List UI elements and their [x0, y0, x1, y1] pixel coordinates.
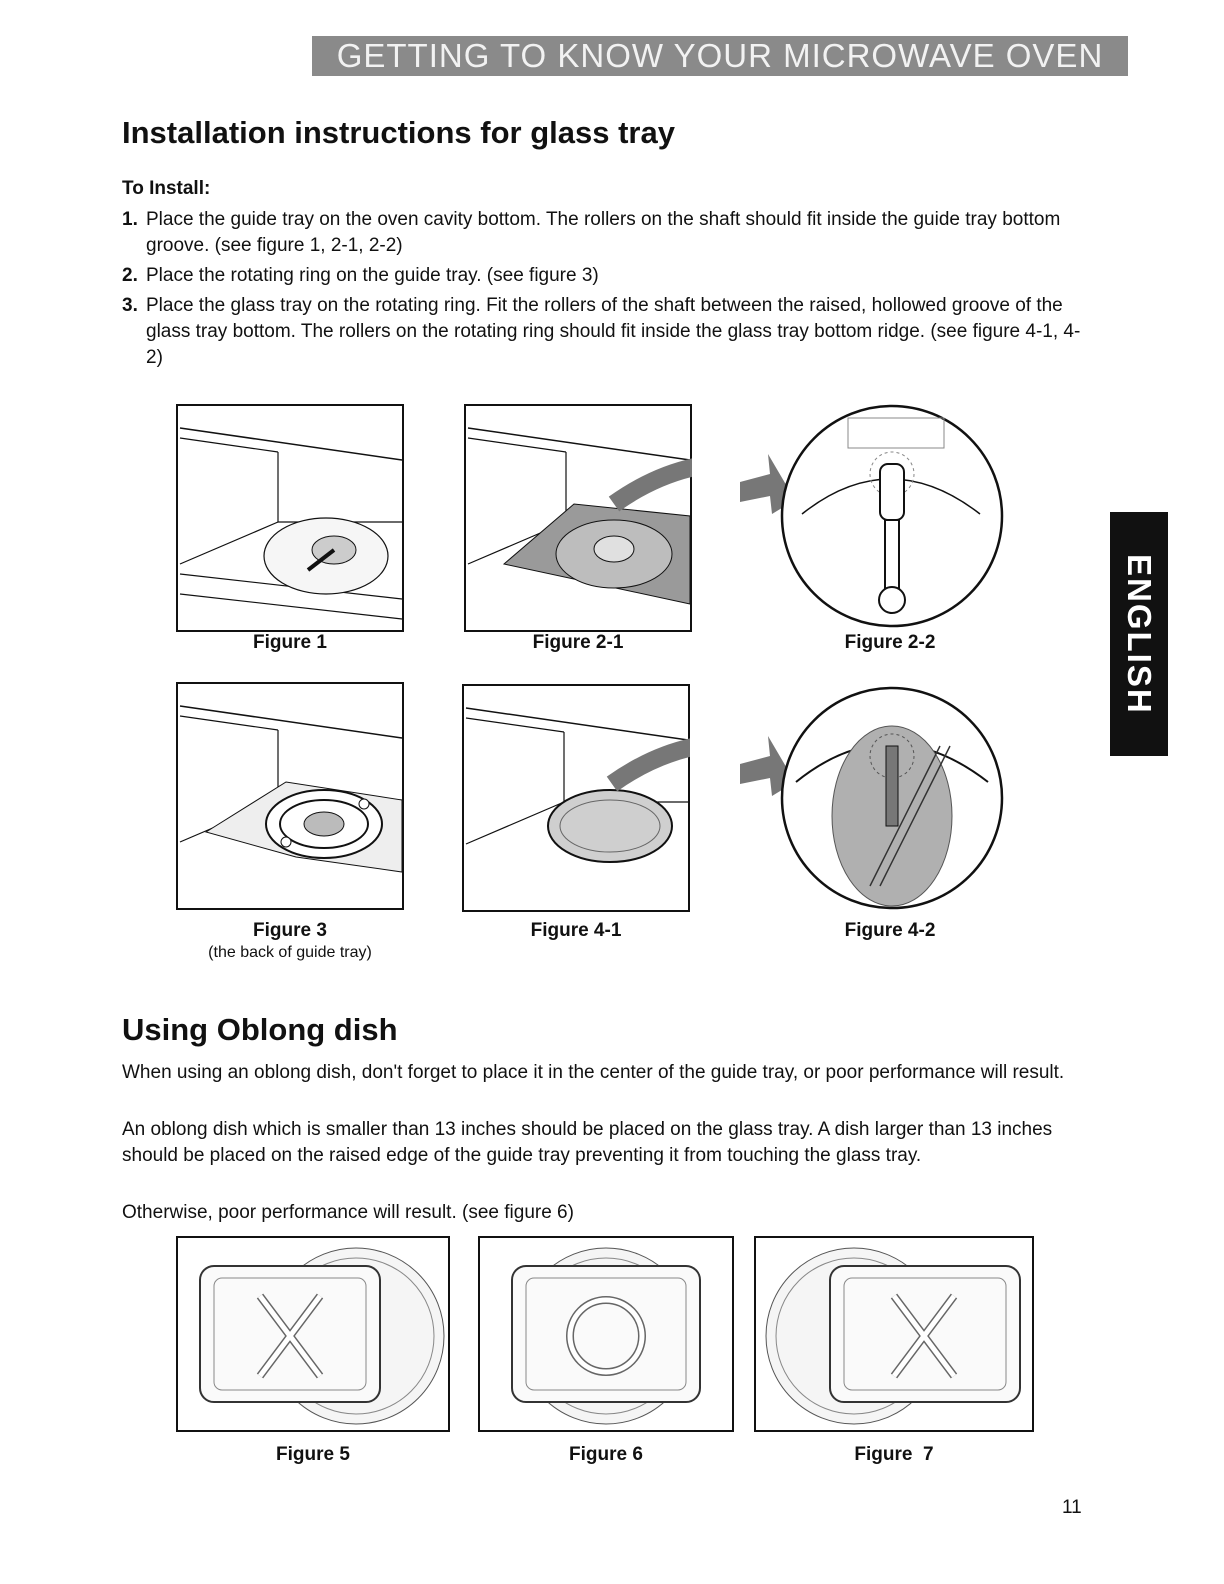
figure-6-illustration	[478, 1236, 734, 1432]
figure-1-caption: Figure 1	[253, 632, 327, 653]
install-steps: 1. Place the guide tray on the oven cavit…	[122, 207, 1082, 375]
figure-2-1-illustration	[464, 404, 692, 632]
figure-4-1-caption: Figure 4-1	[530, 920, 622, 941]
language-tab: ENGLISH	[1110, 512, 1168, 756]
figure-7-illustration	[754, 1236, 1034, 1432]
figure-6-caption: Figure 6	[569, 1444, 643, 1465]
oblong-paragraph: When using an oblong dish, don't forget …	[122, 1062, 1065, 1083]
oblong-paragraph: An oblong dish which is smaller than 13 …	[122, 1119, 1053, 1166]
step-number: 2.	[122, 265, 138, 286]
figure-7-caption: Figure 7	[854, 1444, 934, 1465]
figure-2-2-caption: Figure 2-2	[844, 632, 936, 653]
figure-3-note: (the back of guide tray)	[208, 944, 372, 961]
figure-4-2-caption: Figure 4-2	[844, 920, 936, 941]
figure-5-illustration	[176, 1236, 450, 1432]
step-text: Place the guide tray on the oven cavity …	[146, 209, 1061, 256]
step-text: Place the glass tray on the rotating rin…	[146, 295, 1081, 368]
step-number: 3.	[122, 295, 138, 316]
figure-3-illustration	[176, 682, 404, 910]
figure-3-caption: Figure 3	[253, 920, 327, 941]
figure-1-illustration	[176, 404, 404, 632]
step-item: 2. Place the rotating ring on the guide t…	[122, 263, 1082, 289]
step-text: Place the rotating ring on the guide tra…	[146, 265, 599, 286]
figure-4-2-illustration	[740, 686, 1004, 910]
figure-5-caption: Figure 5	[276, 1444, 350, 1465]
install-subtitle: To Install:	[122, 178, 211, 199]
language-tab-label: ENGLISH	[1121, 553, 1158, 715]
install-title: Installation instructions for glass tray	[122, 115, 675, 150]
step-item: 3. Place the glass tray on the rotating r…	[122, 293, 1082, 371]
step-item: 1. Place the guide tray on the oven cavit…	[122, 207, 1082, 259]
figure-2-2-illustration	[740, 404, 1004, 628]
figure-4-1-illustration	[462, 684, 690, 912]
step-number: 1.	[122, 209, 138, 230]
page-number: 11	[1062, 1497, 1082, 1518]
figure-2-1-caption: Figure 2-1	[532, 632, 624, 653]
oblong-paragraph: Otherwise, poor performance will result.…	[122, 1202, 574, 1223]
oblong-title: Using Oblong dish	[122, 1012, 398, 1047]
section-banner: Getting to know your microwave oven	[312, 36, 1128, 76]
